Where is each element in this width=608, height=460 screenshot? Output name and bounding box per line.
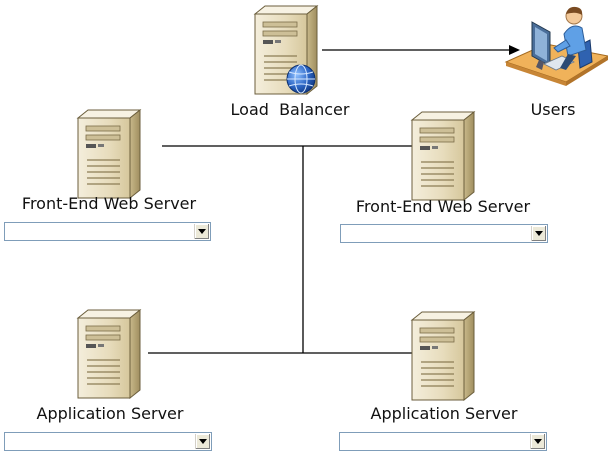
users-label: Users bbox=[530, 100, 576, 119]
arrowhead-to-users bbox=[509, 45, 520, 55]
load-balancer-icon bbox=[254, 5, 318, 95]
front-end-web-server-right-icon bbox=[411, 111, 475, 201]
application-server-right-dropdown[interactable] bbox=[339, 432, 547, 451]
dropdown-arrow-icon[interactable] bbox=[194, 224, 209, 239]
front-end-web-server-left-dropdown[interactable] bbox=[4, 222, 211, 241]
dropdown-arrow-icon[interactable] bbox=[530, 434, 545, 449]
load-balancer-label: Load Balancer bbox=[230, 100, 350, 119]
dropdown-arrow-icon[interactable] bbox=[531, 226, 546, 241]
connection-lines bbox=[148, 49, 512, 354]
application-server-left-label: Application Server bbox=[36, 404, 184, 423]
front-end-web-server-left-label: Front-End Web Server bbox=[21, 194, 197, 213]
application-server-right-icon bbox=[411, 311, 475, 401]
application-server-left-icon bbox=[77, 309, 141, 399]
dropdown-arrow-icon[interactable] bbox=[195, 434, 210, 449]
front-end-web-server-right-label: Front-End Web Server bbox=[355, 197, 531, 216]
application-server-right-label: Application Server bbox=[370, 404, 518, 423]
front-end-web-server-right-dropdown[interactable] bbox=[340, 224, 548, 243]
application-server-left-dropdown[interactable] bbox=[4, 432, 212, 451]
front-end-web-server-left-icon bbox=[77, 109, 141, 199]
users-icon bbox=[504, 6, 608, 86]
